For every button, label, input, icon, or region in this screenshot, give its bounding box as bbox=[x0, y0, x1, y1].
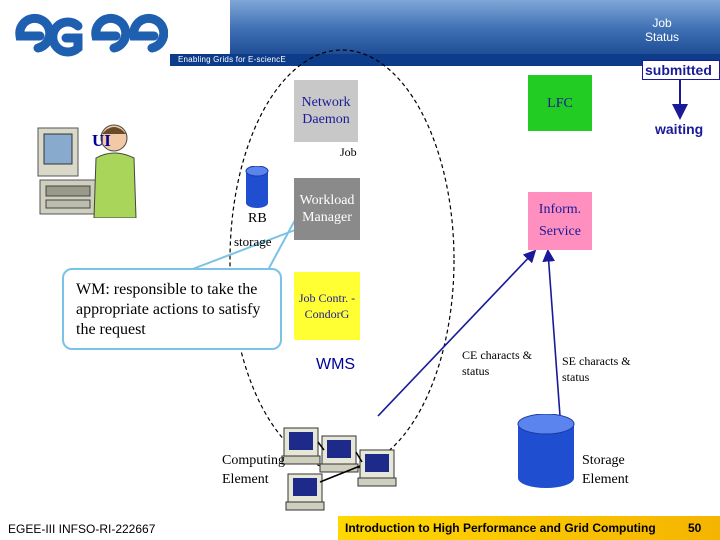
wms-ellipse bbox=[229, 49, 455, 471]
se-info-arrow bbox=[542, 248, 561, 417]
workload-manager-box: Workload Manager bbox=[294, 178, 360, 240]
computer-3 bbox=[357, 449, 397, 487]
computer-4 bbox=[285, 473, 325, 511]
se-characts-label: SE characts & status bbox=[562, 354, 631, 384]
ce-characts-label: CE characts & status bbox=[462, 348, 532, 378]
ce-info-arrow bbox=[377, 249, 537, 417]
footer-project-id: EGEE-III INFSO-RI-222667 bbox=[8, 522, 156, 536]
page-title-line-2: Status bbox=[644, 30, 680, 44]
computing-element-icon bbox=[281, 427, 397, 511]
page-title-line-1: Job bbox=[652, 16, 672, 30]
job-controller-box: Job Contr. - CondorG bbox=[294, 272, 360, 340]
wms-label: WMS bbox=[316, 356, 356, 373]
header-tagline: Enabling Grids for E-sciencE bbox=[178, 55, 286, 64]
status-submitted: submitted bbox=[642, 60, 720, 80]
footer-course-title: Introduction to High Performance and Gri… bbox=[345, 521, 656, 535]
rb-label: RB bbox=[248, 211, 267, 226]
page-number: 50 bbox=[688, 521, 702, 535]
computer-1 bbox=[281, 427, 321, 465]
header-strip bbox=[170, 54, 720, 66]
egee-logo bbox=[15, 13, 168, 57]
ui-label: UI bbox=[92, 131, 111, 150]
computing-element-label: Computing Element bbox=[222, 453, 286, 487]
storage-element-label: Storage Element bbox=[582, 453, 629, 487]
user-workstation-icon bbox=[37, 124, 137, 218]
wm-callout: WM: responsible to take the appropriate … bbox=[62, 268, 282, 350]
callout-pointer-top bbox=[267, 219, 296, 271]
page-title: Job Status bbox=[622, 16, 702, 44]
rb-storage-label: storage bbox=[234, 234, 272, 249]
rb-storage-cylinder-icon bbox=[245, 166, 269, 208]
footer-highlight bbox=[338, 516, 720, 540]
job-label: Job bbox=[340, 145, 357, 159]
header-blue-band bbox=[170, 0, 720, 54]
status-waiting: waiting bbox=[655, 121, 704, 137]
callout-pointer-bottom bbox=[189, 229, 296, 271]
information-service-box: Inform. Service bbox=[528, 192, 592, 250]
storage-element-cylinder-icon bbox=[517, 414, 575, 488]
computer-2 bbox=[319, 435, 359, 473]
network-daemon-box: Network Daemon bbox=[294, 80, 358, 142]
lfc-box: LFC bbox=[528, 75, 592, 131]
